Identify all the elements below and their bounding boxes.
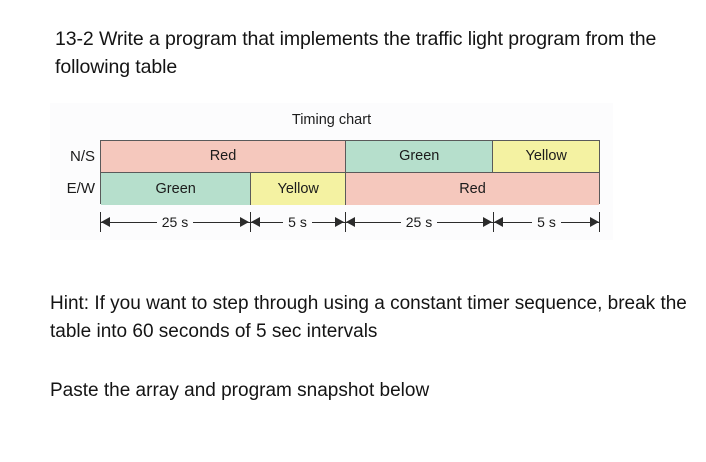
segment-ew-green: Green [101, 173, 251, 205]
segment-ns-yellow: Yellow [492, 141, 599, 172]
segment-label: Yellow [525, 148, 567, 165]
arrow-left-icon [251, 217, 260, 227]
ruler-span-5s-second: 5 s [493, 211, 600, 233]
ruler-label-text: 25 s [156, 214, 194, 230]
arrow-right-icon [240, 217, 249, 227]
segment-label: Green [399, 148, 440, 165]
segment-ew-red: Red [345, 173, 599, 205]
row-label-ew: E/W [66, 180, 95, 197]
chart-title: Timing chart [291, 112, 372, 128]
segment-ns-green: Green [345, 141, 493, 172]
segment-label: Red [459, 180, 486, 197]
ruler-label-text: 5 s [532, 214, 561, 230]
ruler-label: 5 s [250, 211, 345, 233]
segment-ns-red: Red [101, 141, 346, 172]
ruler-label-text: 25 s [400, 214, 438, 230]
segment-label: Red [209, 148, 237, 165]
paste-instruction-text: Paste the array and program snapshot bel… [50, 380, 430, 401]
arrow-right-icon [483, 217, 492, 227]
page-title: 13-2 Write a program that implements the… [55, 28, 657, 78]
segment-label: Green [155, 180, 196, 197]
row-label-ns: N/S [69, 148, 95, 165]
ruler-span-25s-first: 25 s [100, 211, 250, 233]
ruler-label: 5 s [493, 211, 600, 233]
arrow-left-icon [346, 217, 355, 227]
segment-ew-yellow: Yellow [250, 173, 345, 205]
ruler-span-5s-first: 5 s [250, 211, 345, 233]
segment-label: Yellow [277, 180, 319, 197]
arrow-right-icon [590, 217, 599, 227]
ruler-label: 25 s [345, 211, 493, 233]
ruler-label-text: 5 s [283, 214, 312, 230]
ruler-span-25s-second: 25 s [345, 211, 493, 233]
timing-chart-table: N/S Red Green Yellow E/W Green Yellow Re… [67, 140, 600, 205]
table-row-ns: N/S Red Green Yellow [70, 141, 599, 173]
hint-text: Hint: If you want to step through using … [50, 293, 687, 342]
table-row-ew: E/W Green Yellow Red [67, 173, 599, 205]
arrow-right-icon [335, 217, 344, 227]
ruler-label: 25 s [100, 211, 250, 233]
arrow-left-icon [101, 217, 110, 227]
timing-chart-figure: Timing chart N/S Red Green Yellow E/W Gr… [50, 103, 613, 240]
arrow-left-icon [494, 217, 503, 227]
timing-ruler: 25 s 5 s 25 s [100, 211, 600, 233]
